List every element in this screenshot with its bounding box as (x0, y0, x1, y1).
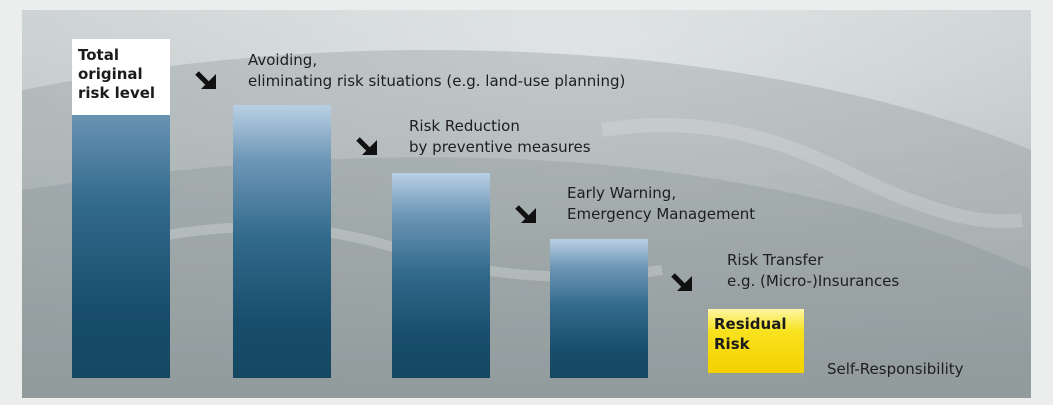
step-risk-transfer-detail: e.g. (Micro-)Insurances (727, 272, 900, 290)
bar-after-early-warning (550, 239, 648, 378)
step-avoiding-label: Avoiding, eliminating risk situations (e… (248, 50, 625, 92)
residual-risk-line2: Risk (714, 335, 750, 353)
total-risk-line3: risk level (78, 84, 156, 102)
step-early-warning-detail: Emergency Management (567, 205, 756, 223)
step-early-warning-title: Early Warning, (567, 184, 677, 202)
step-risk-transfer-label: Risk Transfer e.g. (Micro-)Insurances (727, 250, 899, 292)
self-responsibility-label: Self-Responsibility (827, 360, 964, 378)
arrow-down-right-icon (512, 200, 540, 228)
step-avoiding-detail: eliminating risk situations (e.g. land-u… (248, 72, 626, 90)
diagram-panel: Total original risk level Avoiding, elim… (22, 10, 1031, 398)
arrow-down-right-icon (192, 66, 220, 94)
residual-risk-box: Residual Risk (708, 309, 804, 373)
step-early-warning-label: Early Warning, Emergency Management (567, 183, 755, 225)
bar-after-avoiding (233, 105, 331, 378)
step-reduction-label: Risk Reduction by preventive measures (409, 116, 591, 158)
residual-risk-line1: Residual (714, 315, 787, 333)
step-reduction-title: Risk Reduction (409, 117, 520, 135)
arrow-down-right-icon (668, 268, 696, 296)
bar-after-reduction (392, 173, 490, 378)
step-risk-transfer-title: Risk Transfer (727, 251, 824, 269)
arrow-down-right-icon (353, 132, 381, 160)
total-risk-line1: Total (78, 46, 119, 64)
total-risk-box: Total original risk level (72, 39, 170, 115)
step-avoiding-title: Avoiding, (248, 51, 318, 69)
total-risk-line2: original (78, 65, 143, 83)
step-reduction-detail: by preventive measures (409, 138, 591, 156)
